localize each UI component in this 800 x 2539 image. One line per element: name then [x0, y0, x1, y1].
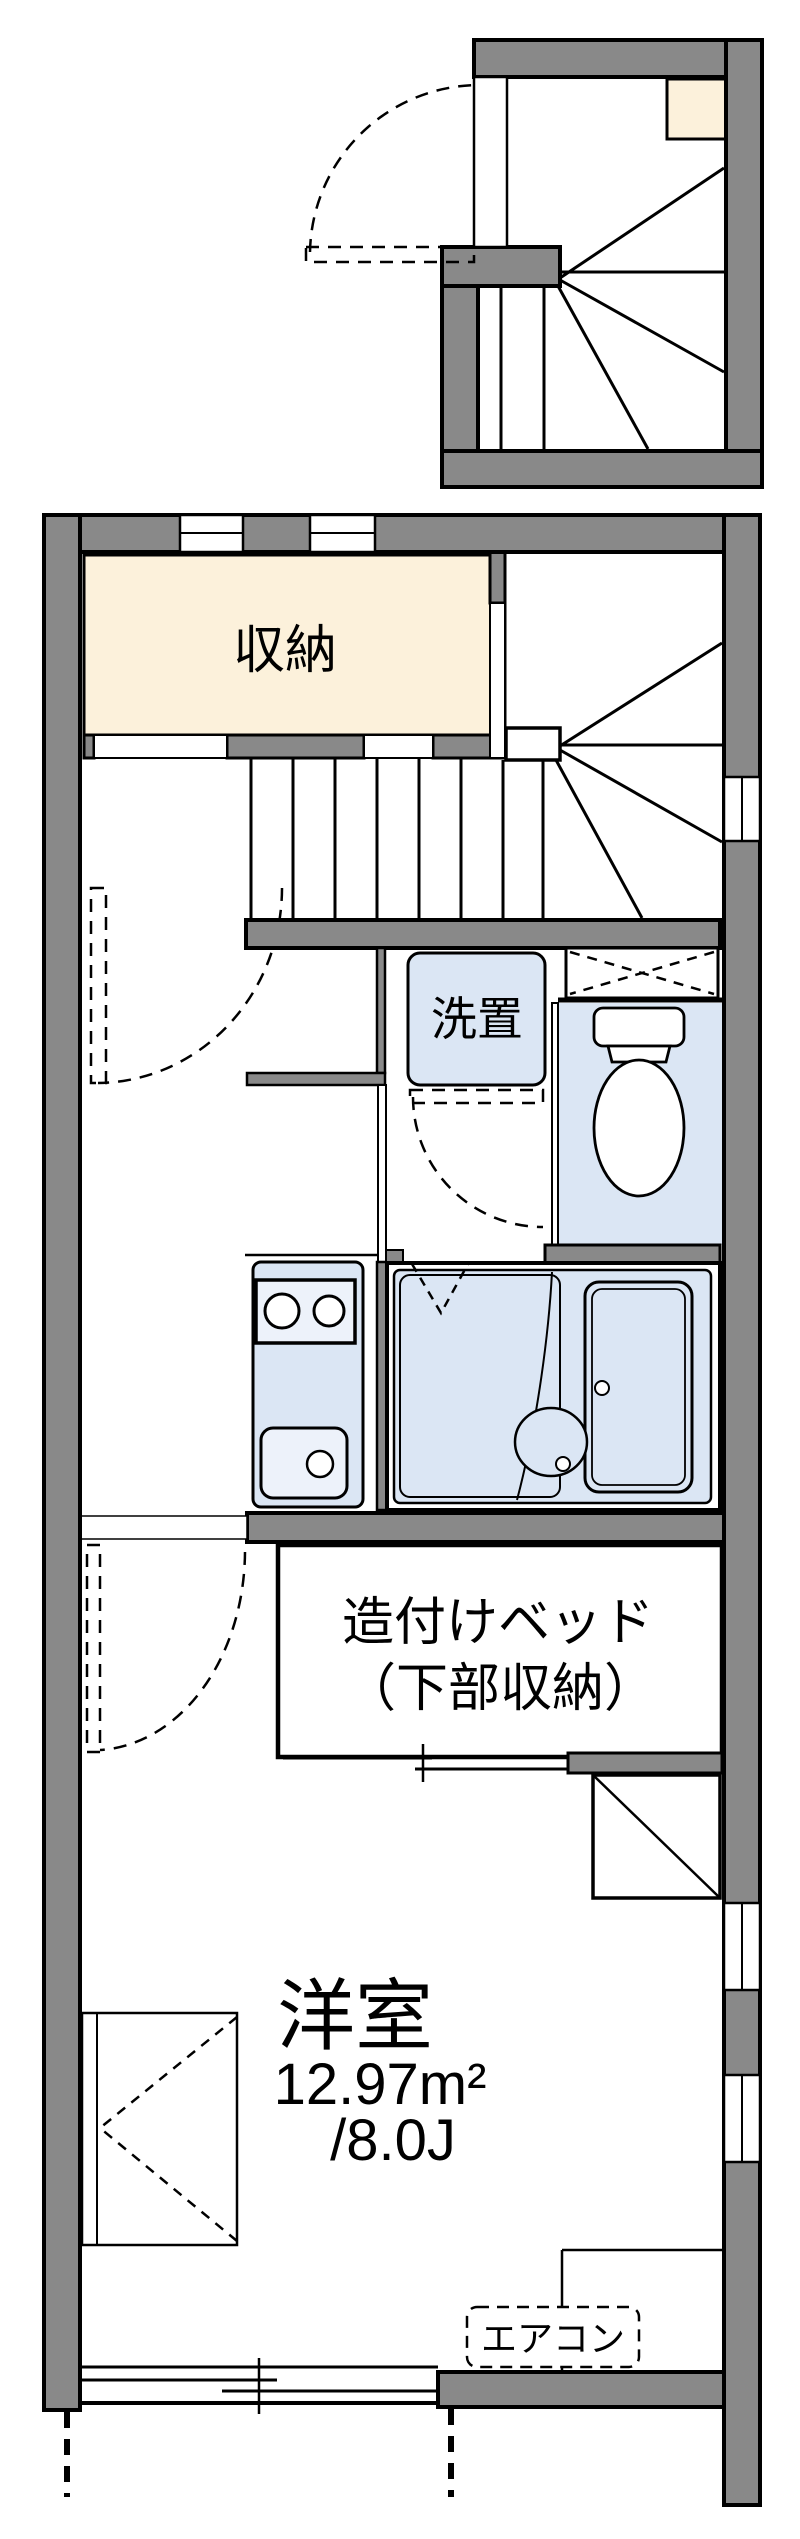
- upper-stair-hall: [304, 38, 764, 489]
- tub-drain: [594, 1380, 610, 1396]
- washroom-wall-nub: [245, 1071, 387, 1087]
- entry-door-swing: [304, 83, 481, 264]
- bath-stool: [513, 1406, 589, 1478]
- top-wall-windows: [178, 513, 377, 554]
- bathtub: [583, 1280, 694, 1494]
- stair-bottom-wall: [244, 918, 722, 950]
- main-unit: 収納: [42, 513, 762, 2507]
- storage-lower-wall: [82, 733, 507, 760]
- stove-burner-left: [263, 1292, 301, 1330]
- wall-right: [722, 513, 762, 2507]
- stair-landing-newel: [504, 726, 562, 762]
- corridor-partition: [377, 1084, 387, 1263]
- kitchen-sink: [259, 1426, 349, 1500]
- shower-area: [399, 1274, 561, 1498]
- storage-door-opening: [93, 734, 228, 759]
- right-wall-windows: [722, 775, 762, 2164]
- western-room-area-sqm: 12.97m²: [274, 2052, 487, 2117]
- western-room-label: 洋室: [277, 1972, 433, 2060]
- upper-section-walls: [440, 38, 764, 489]
- bed-label-line2: （下部収納）: [344, 1660, 656, 1718]
- western-room-area-tatami: /8.0J: [330, 2108, 456, 2173]
- wall-left: [42, 513, 82, 2412]
- outer-walls: [42, 513, 762, 2507]
- toilet-fixture: [592, 1006, 686, 1198]
- aircon-unit: エアコン: [465, 2305, 641, 2369]
- window-opening-lines: [99, 2016, 238, 2242]
- sink-drain: [305, 1449, 335, 1479]
- bath-partition-curve: [516, 1271, 553, 1501]
- bath-door-fold: [410, 1263, 470, 1316]
- stair-lines: [249, 555, 723, 919]
- western-room: 洋室 12.97m² /8.0J: [274, 1972, 487, 2173]
- washroom-door-swing: [408, 1088, 545, 1229]
- corner-closet: [591, 1773, 722, 1900]
- bed-label-line1: 造付けベッド: [342, 1594, 654, 1652]
- entry-door-opening: [472, 75, 509, 249]
- aircon-label: エアコン: [481, 2318, 625, 2359]
- balcony-boundary-dashes: [64, 2409, 454, 2497]
- laundry-label: 洗置: [431, 993, 523, 1045]
- left-window-unit: [80, 2011, 239, 2247]
- bedroom-doorway: [79, 1515, 248, 1540]
- wall-top: [42, 513, 762, 554]
- storage-label: 収納: [233, 622, 337, 680]
- stair-closet-nook: [665, 77, 728, 141]
- built-in-bed: 造付けベッド （下部収納）: [275, 1542, 725, 1782]
- bedroom-door-swing: [85, 1543, 247, 1754]
- bed-sliding-door: [283, 1744, 568, 1782]
- bathroom: [385, 1261, 722, 1512]
- toilet-room: [551, 946, 722, 1246]
- bottom-sliding-window: [44, 2358, 438, 2414]
- shelf-cross-lines: [569, 950, 715, 996]
- stove-burner-right: [312, 1294, 346, 1328]
- bed-box: [275, 1542, 725, 1760]
- washing-machine-pan: [406, 951, 547, 1087]
- main-staircase: [249, 555, 723, 919]
- kitchen: [251, 1260, 365, 1509]
- storage-door-swing: [89, 886, 284, 1085]
